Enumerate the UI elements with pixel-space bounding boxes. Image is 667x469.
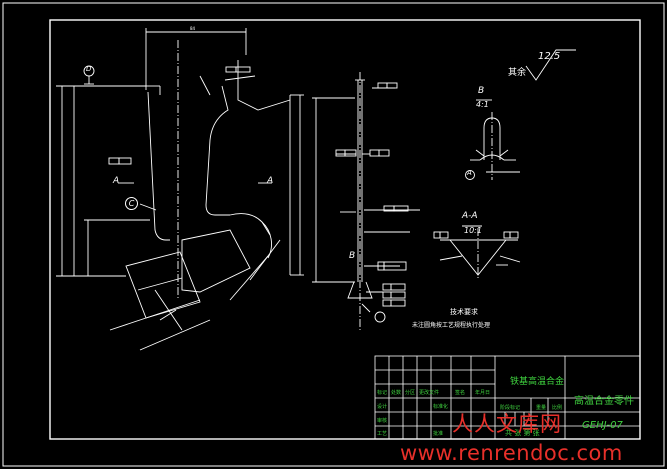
svg-text:分区: 分区 [405,389,415,396]
part-name-text: 高温合金零件 [574,396,634,407]
view-label-a-right: A [267,176,274,186]
section-scale: 10:1 [464,226,482,235]
section-label: A-A [462,211,478,221]
detail-b-scale: 4:1 [476,100,489,109]
svg-text:批准: 批准 [433,430,443,437]
view-label-a-left: A [113,176,120,186]
svg-text:设计: 设计 [377,403,387,410]
view-label-b: B [349,251,356,261]
sheet-text: 共 张 第 张 [505,429,540,437]
watermark-url: www.renrendoc.com [400,441,623,465]
detail-b-label: B [478,86,485,96]
roughness-value: 12.5 [538,51,561,62]
svg-text:年月日: 年月日 [475,389,490,396]
watermark-brand: 人人文库网 [452,412,562,436]
svg-text:签名: 签名 [455,389,465,396]
side-view [312,72,420,330]
tech-req-text: 未注圆角按工艺规程执行处理 [412,322,491,329]
datum-a: A [467,169,472,177]
drawing-no-text: GEHJ-07 [582,420,623,431]
svg-text:标准化: 标准化 [433,403,448,410]
main-view: 84 [56,26,304,351]
datum-d: D [86,65,92,73]
svg-text:84: 84 [190,26,196,31]
title-block-labels: 标记 处数 分区 更改文件 签名 年月日 设计 标准化 审核 工艺 批准 阶段标… [377,389,562,437]
svg-text:比例: 比例 [552,404,562,411]
datum-c-bubble: C [125,197,138,210]
svg-text:审核: 审核 [377,417,387,424]
svg-text:更改文件: 更改文件 [419,389,439,396]
tech-req-title: 技术要求 [450,308,478,316]
roughness-note: 其余 [508,68,527,78]
title-block [374,355,641,440]
svg-text:重量: 重量 [536,404,546,411]
detail-views [433,49,576,280]
svg-text:处数: 处数 [391,389,401,396]
inner-border [49,19,641,440]
svg-text:标记: 标记 [377,389,387,396]
svg-text:工艺: 工艺 [377,431,387,437]
material-text: 铁基高温合金 [510,377,565,387]
svg-text:阶段标记: 阶段标记 [500,404,520,411]
